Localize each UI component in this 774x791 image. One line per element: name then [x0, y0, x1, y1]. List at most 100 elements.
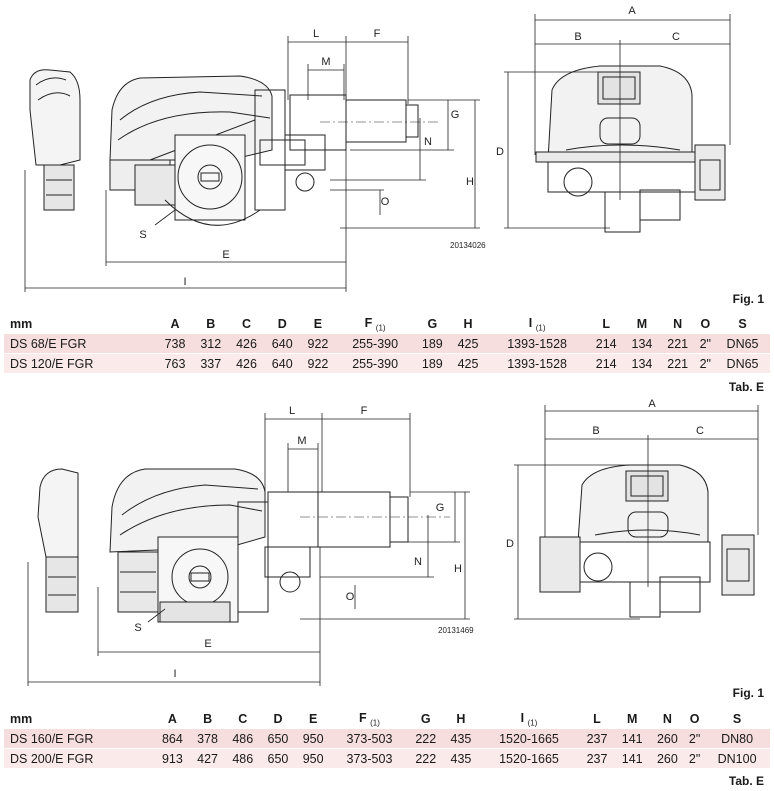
cell-M: 141: [614, 729, 650, 749]
dim-label-N: N: [424, 136, 432, 148]
header-N: N: [673, 317, 683, 331]
header-A: A: [167, 712, 177, 726]
dim-label-A: A: [628, 5, 636, 17]
drawing-code: 20134026: [450, 241, 486, 250]
header-I: I (1): [528, 315, 546, 333]
cell-I: 1393-1528: [485, 334, 589, 354]
cell-O: 2": [684, 748, 705, 769]
dim-label-H: H: [466, 176, 474, 188]
cell-N: 221: [659, 353, 696, 374]
cell-I: 1520-1665: [478, 729, 580, 749]
dim-label-A: A: [648, 398, 656, 410]
cell-A: 738: [157, 334, 193, 354]
dim-label-C: C: [672, 31, 680, 43]
header-C: C: [238, 712, 248, 726]
cell-E: 950: [295, 748, 331, 769]
cell-C: 426: [228, 353, 265, 374]
cell-D: 650: [260, 748, 296, 769]
header-D: D: [277, 317, 287, 331]
cell-M: 141: [614, 748, 650, 769]
header-O: O: [689, 712, 700, 726]
header-H: H: [463, 317, 473, 331]
dim-label-M: M: [321, 56, 330, 68]
header-L: L: [593, 712, 601, 726]
cell-H: 425: [450, 334, 486, 354]
dim-label-F: F: [361, 405, 368, 417]
cell-S: DN65: [715, 334, 770, 354]
cell-L: 237: [579, 748, 615, 769]
header-B: B: [203, 712, 213, 726]
cell-F: 255-390: [335, 353, 415, 374]
cell-H: 435: [443, 748, 479, 769]
cell-M: 134: [624, 353, 660, 374]
dim-label-S: S: [134, 622, 141, 634]
cell-O: 2": [684, 729, 705, 749]
cell-A: 913: [154, 748, 190, 769]
table-row: DS 200/E FGR 913 427 486 650 950 373-503…: [4, 748, 770, 769]
dim-label-I: I: [183, 276, 186, 288]
table-row: DS 68/E FGR 738 312 426 640 922 255-390 …: [4, 334, 770, 354]
cell-C: 426: [228, 334, 265, 354]
cell-N: 260: [649, 729, 685, 749]
cell-S: DN65: [715, 353, 770, 374]
table-label-2: Tab. E: [728, 774, 764, 788]
dim-label-O: O: [381, 196, 390, 208]
table-row: DS 160/E FGR 864 378 486 650 950 373-503…: [4, 729, 770, 749]
figure-label-2: Fig. 1: [732, 686, 764, 700]
cell-E: 922: [300, 353, 336, 374]
dim-label-N: N: [414, 556, 422, 568]
header-S: S: [738, 317, 747, 331]
header-O: O: [700, 317, 711, 331]
header-E: E: [308, 712, 318, 726]
cell-F: 373-503: [330, 729, 409, 749]
header-G: G: [427, 317, 438, 331]
cell-E: 950: [295, 729, 331, 749]
dim-label-S: S: [139, 229, 146, 241]
cell-O: 2": [695, 334, 716, 354]
cell-O: 2": [695, 353, 716, 374]
dim-label-G: G: [436, 502, 445, 514]
header-L: L: [602, 317, 611, 331]
figure-label-1: Fig. 1: [732, 292, 764, 306]
dim-label-I: I: [173, 668, 176, 680]
cell-S: DN100: [704, 748, 770, 769]
cell-L: 237: [579, 729, 615, 749]
cell-I: 1520-1665: [478, 748, 580, 769]
model-name: DS 160/E FGR: [4, 729, 155, 749]
cell-G: 189: [414, 353, 451, 374]
cell-B: 427: [190, 748, 226, 769]
header-G: G: [420, 712, 431, 726]
cell-C: 486: [225, 748, 261, 769]
cell-B: 378: [190, 729, 226, 749]
cell-N: 221: [659, 334, 696, 354]
cell-E: 922: [300, 334, 336, 354]
dim-label-E: E: [222, 249, 229, 261]
header-A: A: [170, 317, 180, 331]
cell-C: 486: [225, 729, 261, 749]
cell-B: 312: [192, 334, 229, 354]
header-B: B: [206, 317, 216, 331]
table-row: DS 120/E FGR 763 337 426 640 922 255-390…: [4, 353, 770, 374]
dim-label-E: E: [204, 638, 211, 650]
cell-G: 189: [414, 334, 451, 354]
dim-label-F: F: [374, 28, 381, 40]
dimensions-table-2: mm A B C D E F (1) G H I (1) L M N O S D…: [4, 709, 770, 769]
cell-L: 214: [588, 353, 625, 374]
header-N: N: [662, 712, 672, 726]
burner-dimension-drawing-1: L F M I E G N H O S 20134026 A: [24, 5, 731, 292]
cell-I: 1393-1528: [485, 353, 589, 374]
cell-A: 864: [154, 729, 190, 749]
header-C: C: [241, 317, 251, 331]
dim-label-L: L: [289, 405, 295, 417]
cell-G: 222: [408, 729, 444, 749]
cell-M: 134: [624, 334, 660, 354]
cell-A: 763: [157, 353, 193, 374]
dim-label-O: O: [346, 591, 355, 603]
cell-N: 260: [649, 748, 685, 769]
dim-label-B: B: [592, 425, 599, 437]
dim-label-L: L: [313, 28, 319, 40]
model-name: DS 200/E FGR: [4, 748, 155, 769]
cell-S: DN80: [704, 729, 770, 749]
header-M: M: [636, 317, 648, 331]
header-S: S: [732, 712, 742, 726]
